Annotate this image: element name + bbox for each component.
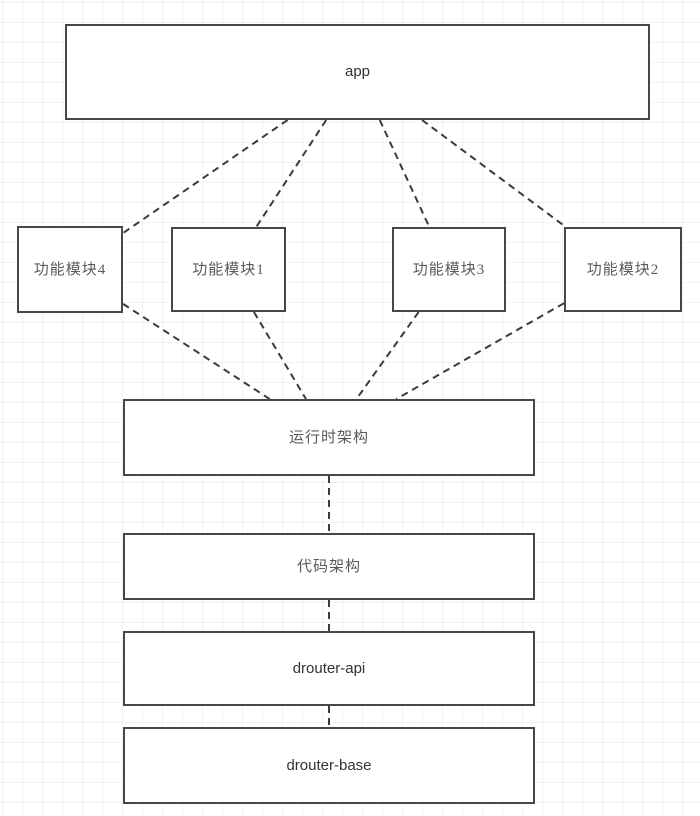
connector-module2-to-runtime-arch[interactable] bbox=[395, 302, 565, 400]
node-drouter-api[interactable]: drouter-api bbox=[123, 631, 535, 706]
node-code-arch[interactable]: 代码架构 bbox=[123, 533, 535, 600]
connector-app-to-module3[interactable] bbox=[378, 119, 431, 228]
node-module2[interactable]: 功能模块2 bbox=[564, 227, 682, 312]
connector-module4-to-runtime-arch[interactable] bbox=[122, 303, 271, 400]
connector-app-to-module1[interactable] bbox=[255, 119, 327, 228]
connector-module3-to-runtime-arch[interactable] bbox=[355, 311, 420, 400]
connector-app-to-module2[interactable] bbox=[421, 119, 567, 228]
node-module3[interactable]: 功能模块3 bbox=[392, 227, 506, 312]
node-runtime-arch[interactable]: 运行时架构 bbox=[123, 399, 535, 476]
connector-module1-to-runtime-arch[interactable] bbox=[253, 311, 307, 400]
node-drouter-base[interactable]: drouter-base bbox=[123, 727, 535, 804]
connector-app-to-module4[interactable] bbox=[122, 119, 289, 234]
node-module4[interactable]: 功能模块4 bbox=[17, 226, 123, 313]
node-app[interactable]: app bbox=[65, 24, 650, 120]
node-module1[interactable]: 功能模块1 bbox=[171, 227, 286, 312]
